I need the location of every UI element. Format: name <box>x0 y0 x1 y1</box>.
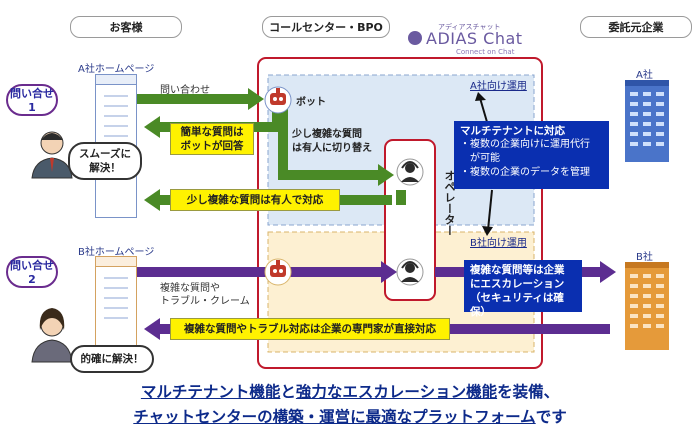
simple-answer-box: 簡単な質問は ボットが回答 <box>170 123 254 155</box>
inquiry-label: 問い合わせ <box>160 85 210 96</box>
homepage-a-label: A社ホームページ <box>78 64 155 75</box>
bubble-accurate-resolution: 的確に解決！ <box>70 345 154 373</box>
header-customer: お客様 <box>70 16 182 38</box>
bot-label: ボット <box>296 97 326 108</box>
inquiry-2-pill: 問い合せ 2 <box>6 256 58 288</box>
tagline-line-1: マルチテナント機能と強力なエスカレーション機能を装備、 <box>140 383 560 401</box>
homepage-a-titlebar <box>96 75 136 85</box>
tagline-line-2: チャットセンターの構築・運営に最適なプラットフォームです <box>133 408 567 426</box>
woman-icon <box>31 308 73 363</box>
operator-answer-box: 少し複雑な質問は有人で対応 <box>170 189 340 211</box>
man-icon <box>31 131 73 179</box>
building-icon-b <box>625 262 669 350</box>
escalation-box: 複雑な質問等は企業 にエスカレーション （セキュリティは確保） <box>464 260 582 318</box>
bubble-smooth-resolution: スムーズに 解決！ <box>68 142 142 180</box>
arrow-to-b-ops <box>482 189 493 236</box>
header-callcenter: コールセンター・BPO <box>262 16 390 38</box>
arrow-escalate <box>278 108 394 186</box>
callcenter-frame <box>257 57 543 369</box>
company-a-label: A社 <box>636 70 653 81</box>
operator-icon-a <box>396 158 424 186</box>
inquiry-1-pill: 問い合せ 1 <box>6 84 58 116</box>
arrow-inquiry-a <box>135 88 264 110</box>
bot-icon-a <box>264 86 292 114</box>
adias-chat-logo: アディアスチャット ADIAS Chat Connect on Chat <box>408 22 548 58</box>
homepage-b-label: B社ホームページ <box>78 247 155 258</box>
operator-label: オペレーター <box>443 170 456 236</box>
arrow-to-a-ops <box>475 92 488 123</box>
company-b-label: B社 <box>636 252 653 263</box>
operator-column <box>384 139 436 301</box>
bot-icon-b <box>264 258 292 286</box>
multitenant-box: マルチテナントに対応 ・複数の企業向けに運用代行 が可能 ・複数の企業のデータを… <box>454 121 609 189</box>
escalate-label: 少し複雑な質問 は有人に切り替え <box>292 129 372 154</box>
header-client: 委託元企業 <box>580 16 692 38</box>
a-ops-label: A社向け運用 <box>470 81 527 92</box>
homepage-b-mockup <box>95 256 137 352</box>
operator-icon-b <box>396 258 424 286</box>
building-icon-a <box>625 80 669 162</box>
complex-question-label: 複雑な質問や トラブル・クレーム <box>160 283 250 307</box>
homepage-b-titlebar <box>96 257 136 267</box>
logo-chat-icon <box>408 31 422 45</box>
expert-answer-box: 複雑な質問やトラブル対応は企業の専門家が直接対応 <box>170 318 450 340</box>
arrow-inquiry-b <box>135 261 397 283</box>
b-ops-label: B社向け運用 <box>470 238 527 249</box>
